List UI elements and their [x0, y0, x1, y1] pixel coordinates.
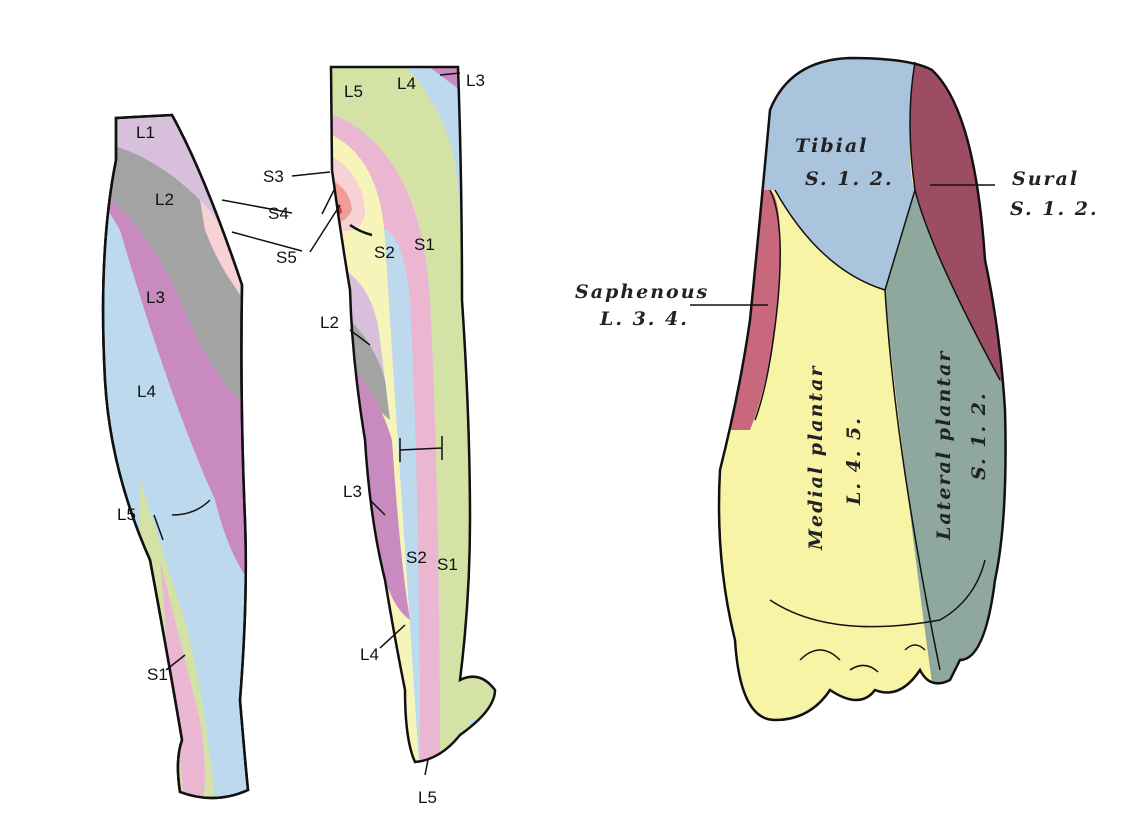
tibial-region	[719, 58, 1006, 290]
sural-name: Sural	[1012, 168, 1079, 190]
label-s3: S3	[263, 167, 284, 186]
front-leg-outline	[101, 113, 250, 800]
label-l2: L2	[155, 190, 174, 209]
label-l1: L1	[136, 123, 155, 142]
back-leg	[331, 67, 495, 762]
label-s1-back: S1	[414, 235, 435, 254]
label-s5: S5	[276, 248, 297, 267]
label-l5-back: L5	[344, 82, 363, 101]
knee-marker	[399, 436, 443, 462]
label-l2-back: L2	[320, 313, 339, 332]
saphenous-roots: L. 3. 4.	[599, 308, 689, 330]
label-s2-lower: S2	[406, 548, 427, 567]
label-l4: L4	[137, 382, 156, 401]
leader-lines	[153, 72, 461, 776]
label-s2-back: S2	[374, 243, 395, 262]
l3-region-back	[355, 370, 410, 620]
medial-plantar-name: Medial plantar	[805, 365, 827, 552]
tibial-name: Tibial	[795, 135, 868, 157]
label-l4-lower: L4	[360, 645, 379, 664]
l2-region	[103, 140, 248, 420]
label-s1: S1	[147, 665, 168, 684]
label-l5-lower: L5	[418, 788, 437, 807]
label-l5: L5	[117, 505, 136, 524]
s1-region	[160, 560, 205, 799]
label-l3-lower: L3	[343, 482, 362, 501]
label-l4-back: L4	[397, 74, 416, 93]
foot-outline	[717, 56, 1007, 722]
label-l3-back: L3	[466, 71, 485, 90]
l3-region	[103, 180, 248, 600]
saphenous-name: Saphenous	[575, 281, 709, 303]
lateral-plantar-roots: S. 1. 2.	[968, 391, 990, 480]
l2-region-back	[350, 320, 390, 420]
l5-region-back	[331, 67, 470, 762]
sural-roots: S. 1. 2.	[1010, 198, 1099, 220]
label-l3: L3	[146, 288, 165, 307]
label-s4: S4	[268, 204, 289, 223]
tibial-roots: S. 1. 2.	[805, 168, 894, 190]
medial-plantar-roots: L. 4. 5.	[843, 416, 865, 506]
label-s1-lower: S1	[437, 555, 458, 574]
back-leg-outline	[329, 65, 497, 764]
lateral-plantar-name: Lateral plantar	[933, 350, 955, 541]
s1-region-back	[331, 110, 440, 762]
l1-region-back	[345, 270, 385, 380]
s4-region-front	[200, 200, 245, 300]
